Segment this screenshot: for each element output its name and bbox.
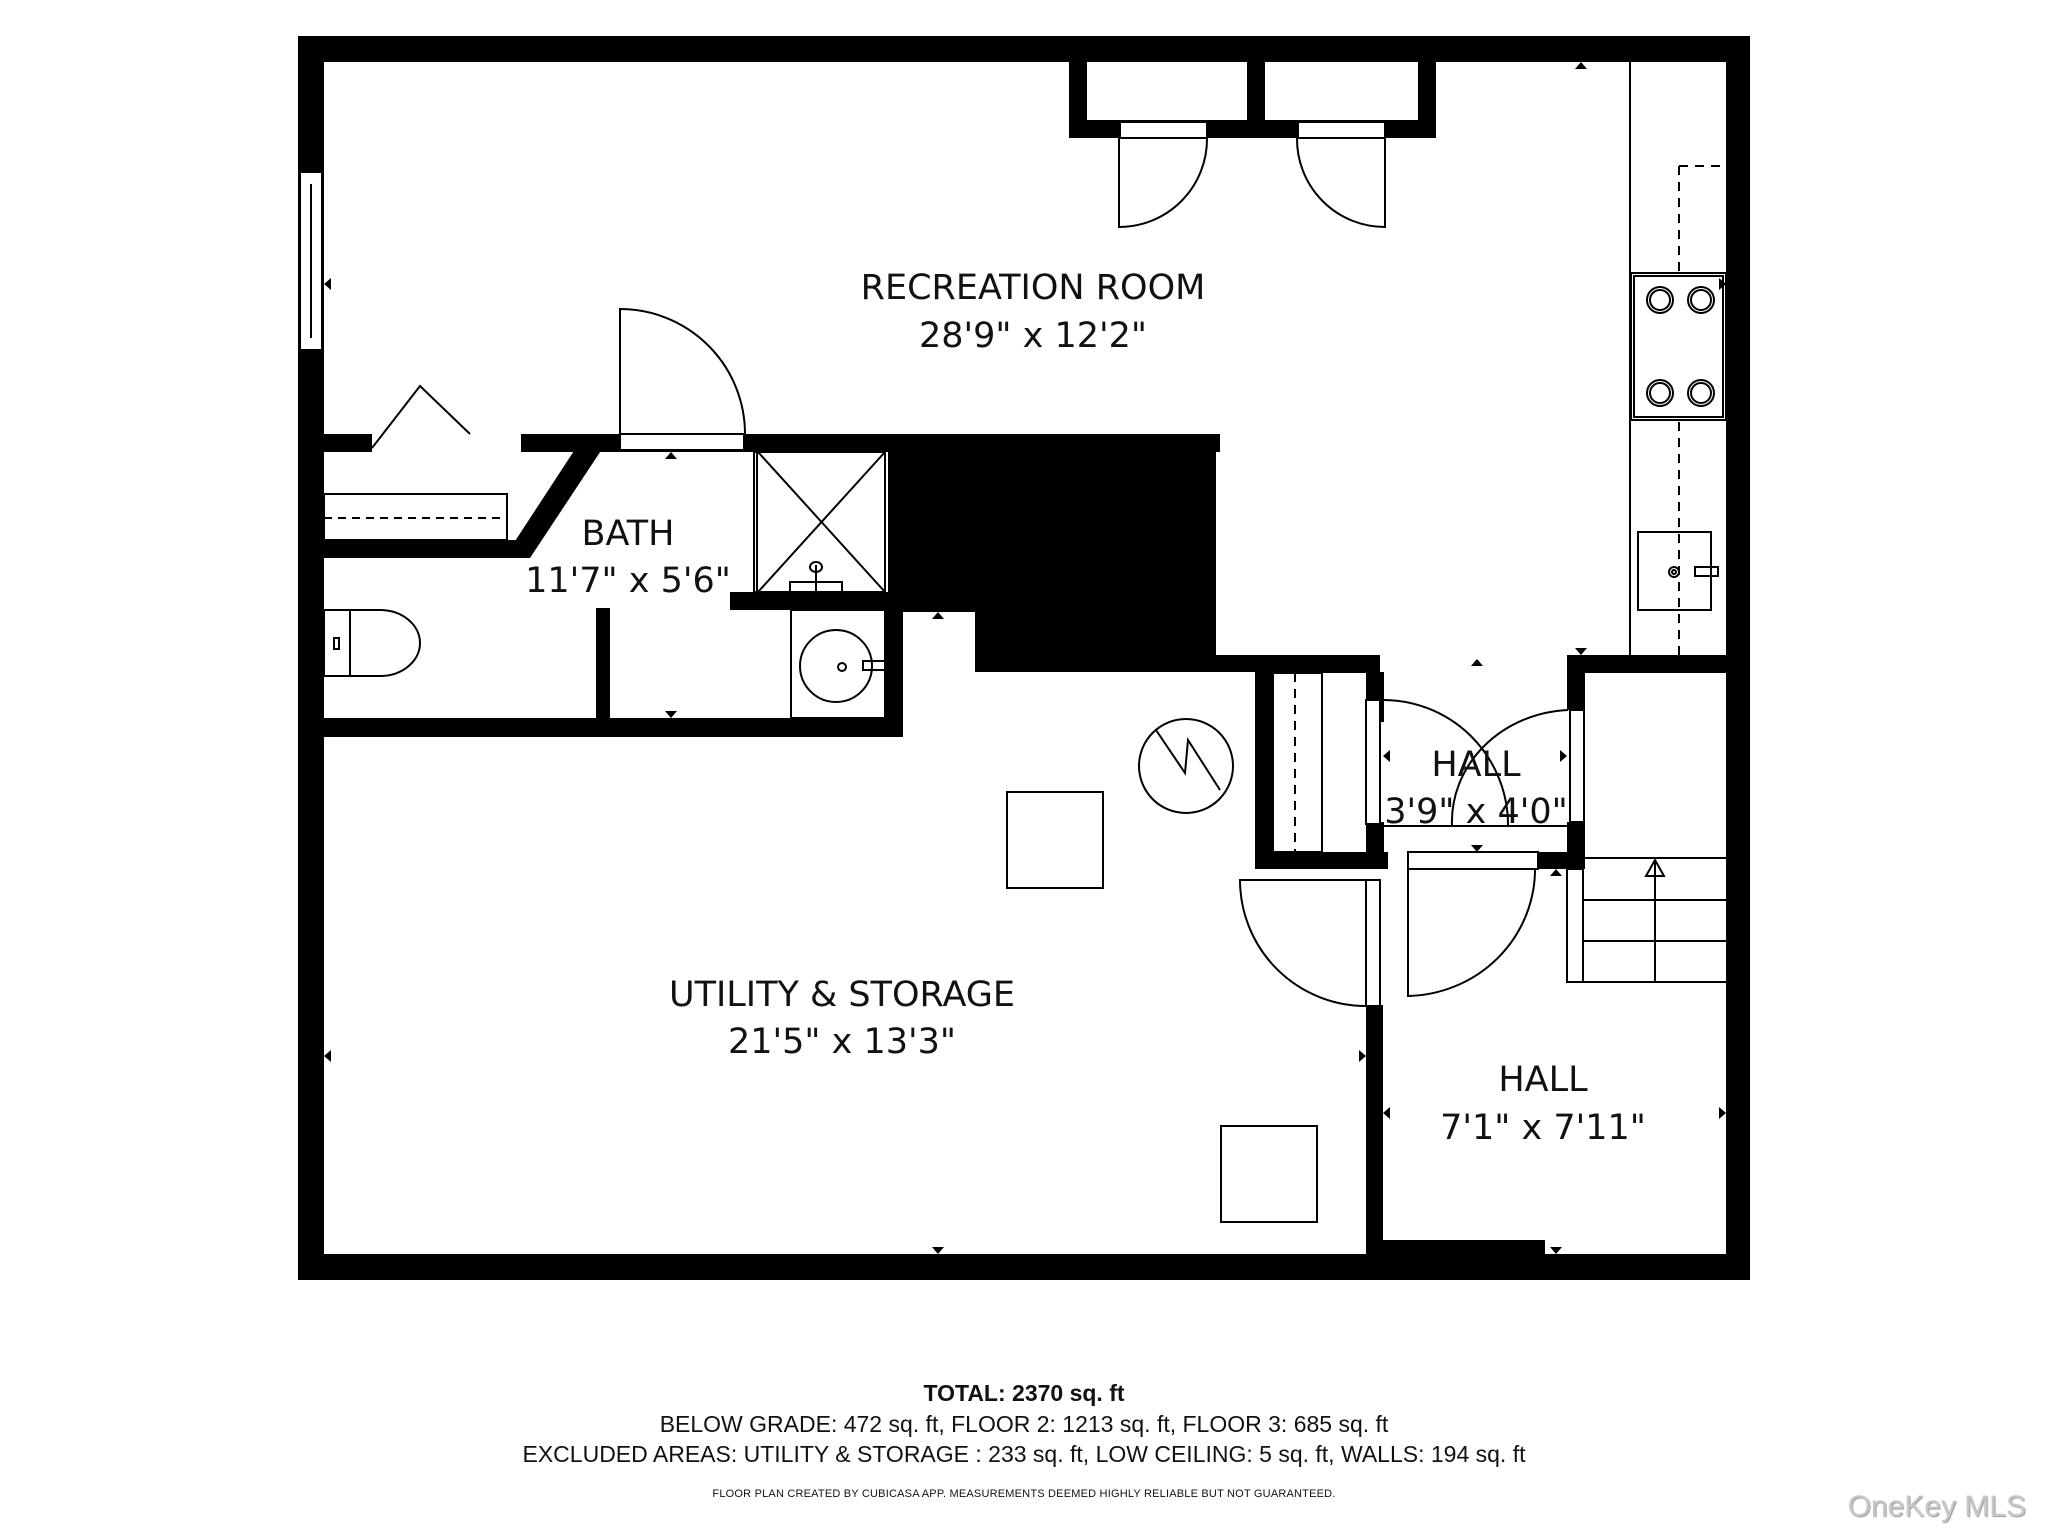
watermark: OneKey MLS [1847,1490,2026,1523]
room-dims-utility: 21'5" x 13'3" [728,1022,956,1062]
excluded-areas: EXCLUDED AREAS: UTILITY & STORAGE : 233 … [522,1441,1526,1467]
room-dims-hall: 7'1" x 7'11" [1440,1108,1646,1148]
room-dims-recreation: 28'9" x 12'2" [919,316,1147,356]
fixtures [299,62,1727,1223]
room-name-hall-small: HALL [1431,745,1521,785]
room-dims-bath: 11'7" x 5'6" [525,561,731,601]
floor-breakdown: BELOW GRADE: 472 sq. ft, FLOOR 2: 1213 s… [659,1411,1389,1437]
total-area: TOTAL: 2370 sq. ft [923,1380,1125,1406]
room-dims-hall-small: 3'9" x 4'0" [1384,792,1567,832]
room-name-recreation: RECREATION ROOM [861,268,1206,308]
room-name-hall: HALL [1498,1060,1588,1100]
room-name-bath: BATH [582,514,675,554]
walls [298,36,1750,1280]
room-labels: RECREATION ROOM 28'9" x 12'2" BATH 11'7"… [525,268,1646,1148]
disclaimer: FLOOR PLAN CREATED BY CUBICASA APP. MEAS… [712,1488,1336,1500]
dimension-markers [324,62,1726,1254]
room-name-utility: UTILITY & STORAGE [669,975,1015,1015]
